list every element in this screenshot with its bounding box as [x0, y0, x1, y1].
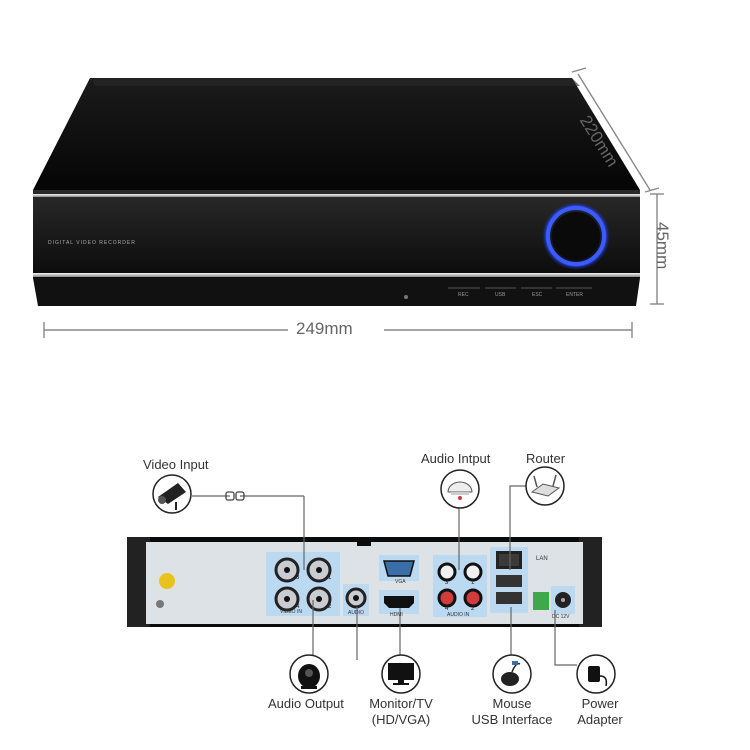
front-button-enter[interactable]: ENTER — [566, 292, 583, 298]
callout-audio-output: Audio Output — [268, 696, 344, 711]
callout-audio-input: Audio Intput — [421, 451, 491, 466]
callout-mouse: Mouse USB Interface — [468, 696, 556, 728]
alarm-terminal[interactable] — [533, 592, 549, 610]
vga-port[interactable] — [383, 560, 415, 577]
microphone-icon — [440, 469, 480, 509]
audio-channel-2: 2 — [471, 606, 475, 612]
camera-icon — [152, 474, 192, 514]
front-button-esc[interactable]: ESC — [532, 292, 543, 298]
power-ring[interactable] — [546, 206, 606, 266]
rca-port-1[interactable] — [463, 562, 483, 582]
hdmi-port[interactable] — [384, 596, 414, 608]
callout-router: Router — [526, 451, 566, 466]
dvr-rear-panel — [127, 537, 602, 627]
front-button-usb[interactable]: USB — [495, 292, 506, 298]
front-model-text: DIGITAL VIDEO RECORDER — [48, 240, 136, 246]
audio-channel-3: 3 — [445, 580, 449, 586]
mouse-icon — [492, 654, 532, 694]
callout-power: Power Adapter — [570, 696, 630, 728]
callout-power-line1: Power — [581, 696, 619, 711]
audio-channel-4: 4 — [445, 606, 449, 612]
audio-in-label: AUDIO IN — [447, 612, 470, 618]
front-button-rec[interactable]: REC — [458, 292, 469, 298]
rca-port-2[interactable] — [463, 588, 483, 608]
dvr-bottom-lip — [33, 278, 640, 306]
rca-port-3[interactable] — [437, 562, 457, 582]
callout-monitor: Monitor/TV (HD/VGA) — [363, 696, 439, 728]
vga-label: VGA — [395, 579, 406, 585]
monitor-icon — [381, 654, 421, 694]
dvr-front-face — [33, 190, 640, 278]
callout-mouse-line2: USB Interface — [471, 712, 553, 727]
speaker-icon — [289, 654, 329, 694]
rca-port-4[interactable] — [437, 588, 457, 608]
audio-out-label: AUDIO — [348, 610, 364, 616]
cable-connector-icon — [225, 491, 245, 501]
video-channel-1: 1 — [328, 575, 332, 581]
dvr-top-surface — [33, 78, 640, 190]
usb-port-2[interactable] — [496, 592, 522, 604]
router-icon — [525, 466, 565, 506]
front-buttons — [404, 287, 592, 299]
hdmi-label: HDMI — [390, 612, 403, 618]
callout-power-line2: Adapter — [577, 712, 623, 727]
video-channel-4: 4 — [296, 604, 300, 610]
audio-in-block — [433, 555, 487, 617]
connector-lines — [192, 485, 577, 666]
height-dimension-label: 45mm — [653, 222, 672, 270]
video-channel-2: 2 — [328, 604, 332, 610]
lan-label: LAN — [536, 556, 548, 562]
width-dimension-label: 249mm — [296, 319, 353, 338]
callout-monitor-line2: (HD/VGA) — [371, 712, 431, 727]
video-in-label: VIDEO IN — [280, 609, 302, 615]
dvr-chrome-strip-bottom — [33, 273, 640, 277]
callout-mouse-line1: Mouse — [492, 696, 532, 711]
video-channel-3: 3 — [296, 575, 300, 581]
warranty-sticker — [159, 573, 175, 589]
callout-video-input: Video Input — [143, 457, 209, 472]
callout-monitor-line1: Monitor/TV — [369, 696, 433, 711]
dvr-chrome-strip-top — [33, 194, 640, 197]
power-adapter-icon — [576, 654, 616, 694]
usb-port-1[interactable] — [496, 575, 522, 587]
dvr-front-view — [33, 78, 640, 306]
power-label: DC 12V — [552, 614, 570, 620]
audio-channel-1: 1 — [471, 580, 475, 586]
dimension-lines — [43, 67, 664, 338]
